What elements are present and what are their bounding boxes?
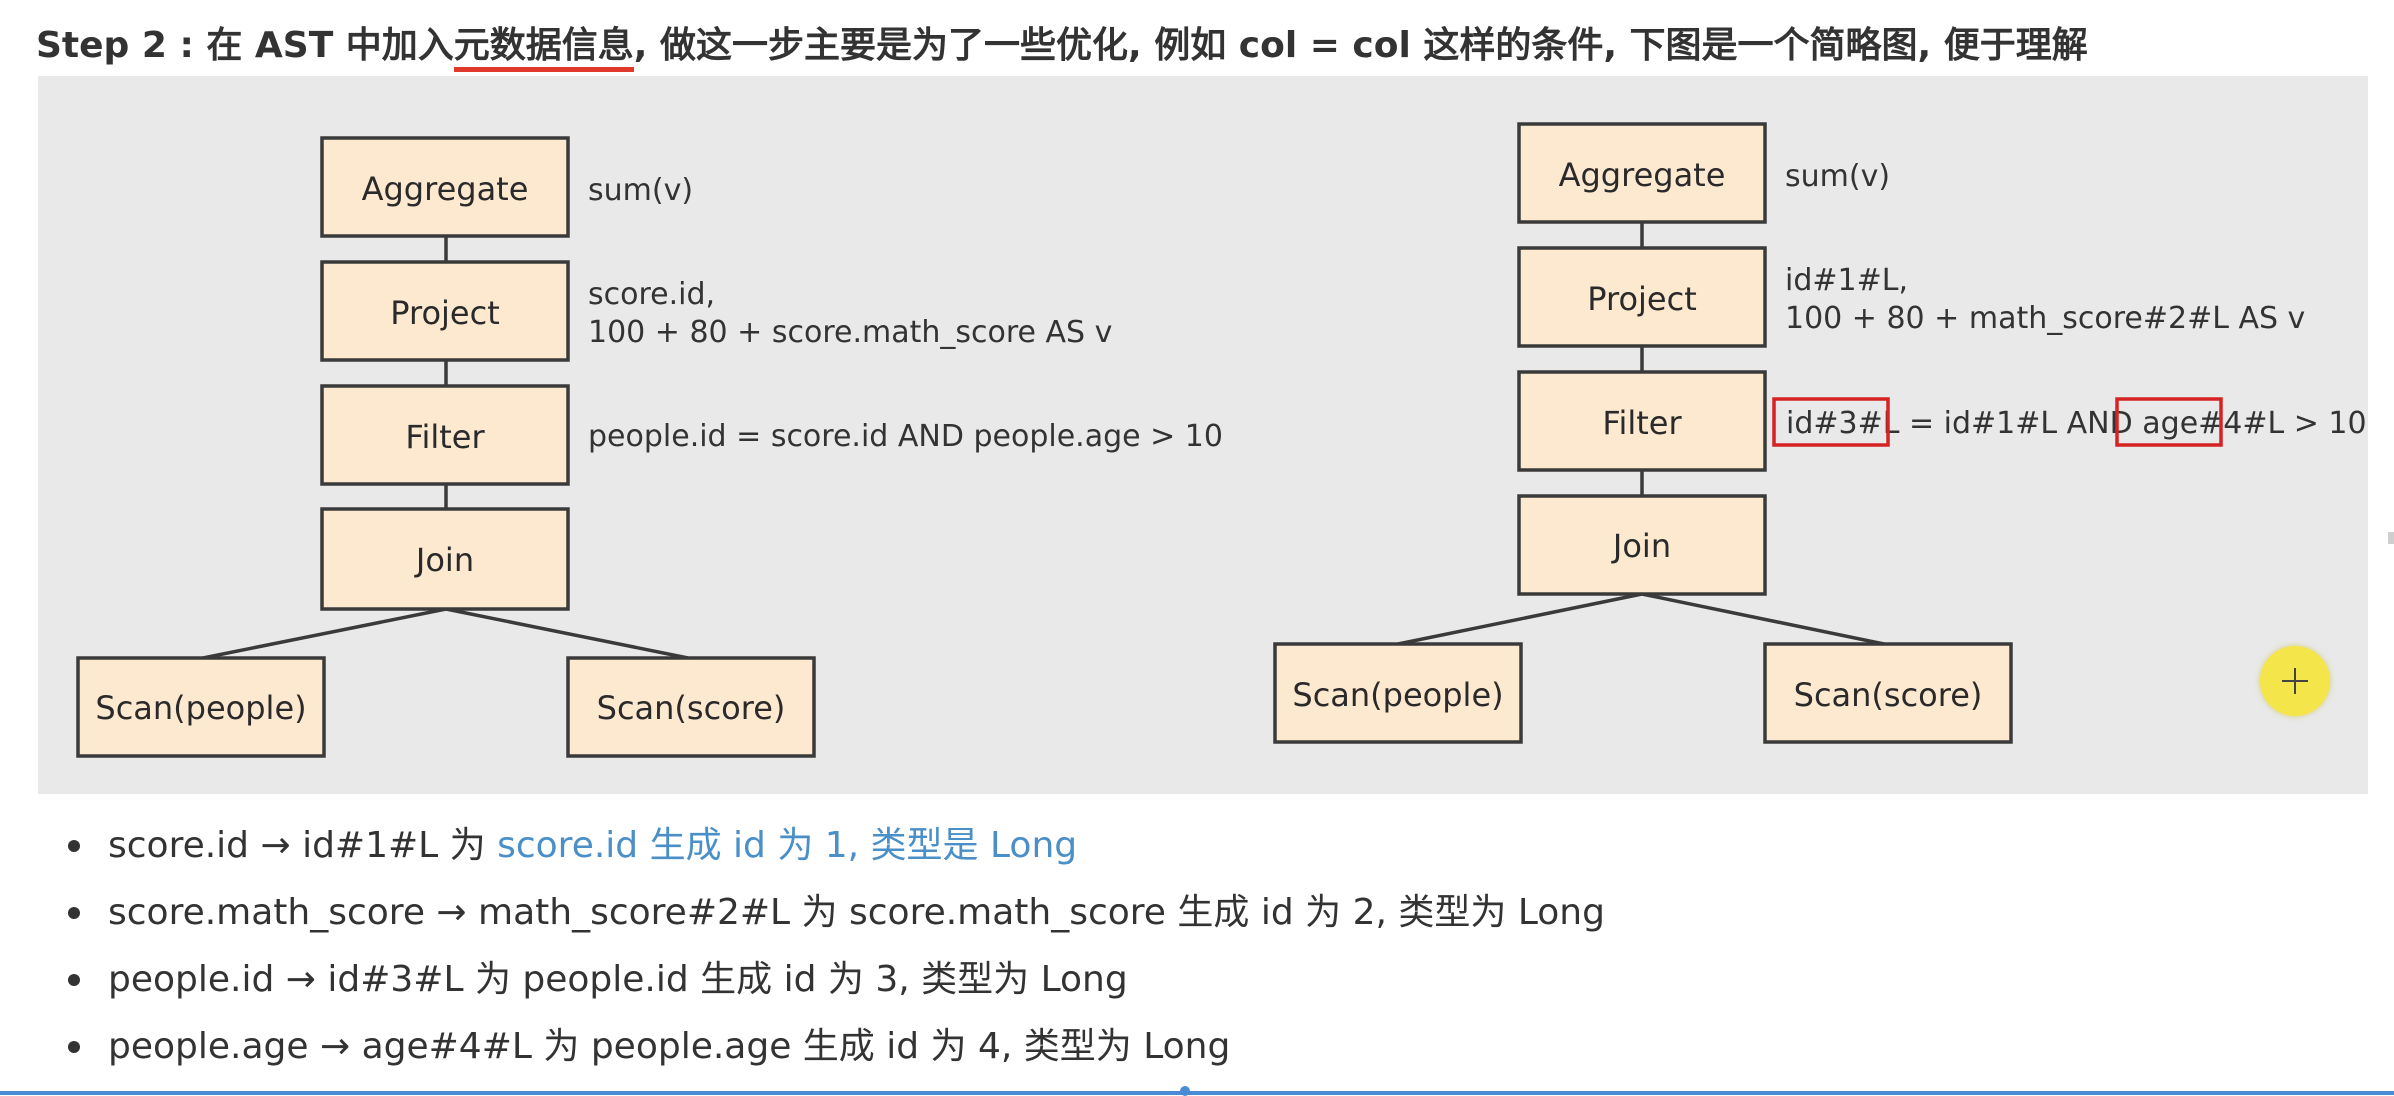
title-underlined-term: 元数据信息 [453,25,634,72]
right-plan-tree: Aggregate sum(v) Project id#1#L, 100 + 8… [1273,122,2367,744]
list-item-text: people.age → age#4#L 为 people.age 生成 id … [108,1026,1231,1067]
attribute-id-list: score.id → id#1#L 为 score.id 生成 id 为 1, … [60,812,1605,1080]
filter-label: Filter [405,418,485,456]
aggregate-annotation-r: sum(v) [1785,159,1890,194]
filter-label-r: Filter [1602,404,1682,442]
filter-node-r: Filter [1517,370,1767,472]
bullet-dot [68,974,80,986]
aggregate-node-r: Aggregate [1517,122,1767,224]
highlight-box-id3 [1772,397,1890,447]
left-plan-tree: Aggregate sum(v) Project score.id, 100 +… [76,136,1223,758]
progress-handle[interactable] [1180,1086,1190,1096]
project-annotation-line2: 100 + 80 + score.math_score AS v [588,315,1112,350]
project-annotation-line1-r: id#1#L, [1785,263,1908,298]
edge-join-scan-score [445,607,689,660]
list-item: score.id → id#1#L 为 score.id 生成 id 为 1, … [60,812,1605,879]
aggregate-label-r: Aggregate [1559,156,1726,194]
scan-score-node-r: Scan(score) [1763,642,2013,744]
join-node: Join [320,507,570,611]
logical-plan-diagram: Aggregate sum(v) Project score.id, 100 +… [76,122,2367,758]
filter-annotation-end: #L > 10 [2242,406,2366,441]
list-item: score.math_score → math_score#2#L 为 scor… [60,879,1605,946]
join-label-r: Join [1611,527,1671,565]
page-title: Step 2 : 在 AST 中加入元数据信息, 做这一步主要是为了一些优化, … [36,16,2088,72]
edge-join-scan-people [202,607,447,660]
list-item-text: score.math_score → math_score#2#L 为 scor… [108,892,1605,933]
filter-annotation-r: id#3#L = id#1#L AND age#4#L > 10 [1786,406,2367,441]
progress-line [0,1091,2394,1095]
scroll-edge-marker [2388,532,2394,544]
edge-join-scan-people-r [1397,592,1643,646]
filter-node: Filter [320,384,570,486]
cursor-highlight-icon [2260,646,2330,716]
project-node: Project [320,260,570,362]
filter-annotation-mid: = id#1#L AND [1899,406,2142,441]
aggregate-annotation: sum(v) [588,173,693,208]
join-node-r: Join [1517,494,1767,596]
title-suffix: , 做这一步主要是为了一些优化, 例如 col = col 这样的条件, 下图是… [633,25,2088,66]
bullet-dot [68,840,80,852]
aggregate-node: Aggregate [320,136,570,238]
list-item: people.id → id#3#L 为 people.id 生成 id 为 3… [60,946,1605,1013]
scan-people-node: Scan(people) [76,656,326,758]
filter-annotation: people.id = score.id AND people.age > 10 [588,419,1223,454]
list-item: people.age → age#4#L 为 people.age 生成 id … [60,1013,1605,1080]
scan-people-node-r: Scan(people) [1273,642,1523,744]
filter-annotation-hl-age: age#4 [2142,406,2242,441]
bullet-dot [68,907,80,919]
list-item-highlight: score.id 生成 id 为 1, 类型是 Long [497,825,1078,866]
diagram-panel: Aggregate sum(v) Project score.id, 100 +… [38,76,2368,794]
edge-join-scan-score-r [1641,592,1885,646]
list-item-text: score.id → id#1#L 为 [108,825,498,866]
project-node-r: Project [1517,246,1767,348]
highlight-box-age4 [2115,397,2223,447]
bullet-dot [68,1041,80,1053]
project-label: Project [390,294,499,332]
scan-score-node: Scan(score) [566,656,816,758]
scan-people-label-r: Scan(people) [1292,676,1503,714]
scan-people-label: Scan(people) [95,689,306,727]
join-label: Join [414,541,474,579]
project-label-r: Project [1587,280,1696,318]
title-prefix: Step 2 : 在 AST 中加入 [36,25,454,66]
aggregate-label: Aggregate [362,170,529,208]
filter-annotation-hl-id: id#3#L [1786,406,1900,441]
scan-score-label: Scan(score) [597,689,786,727]
list-item-text: people.id → id#3#L 为 people.id 生成 id 为 3… [108,959,1128,1000]
scan-score-label-r: Scan(score) [1794,676,1983,714]
project-annotation-line2-r: 100 + 80 + math_score#2#L AS v [1785,301,2305,336]
project-annotation-line1: score.id, [588,277,715,312]
